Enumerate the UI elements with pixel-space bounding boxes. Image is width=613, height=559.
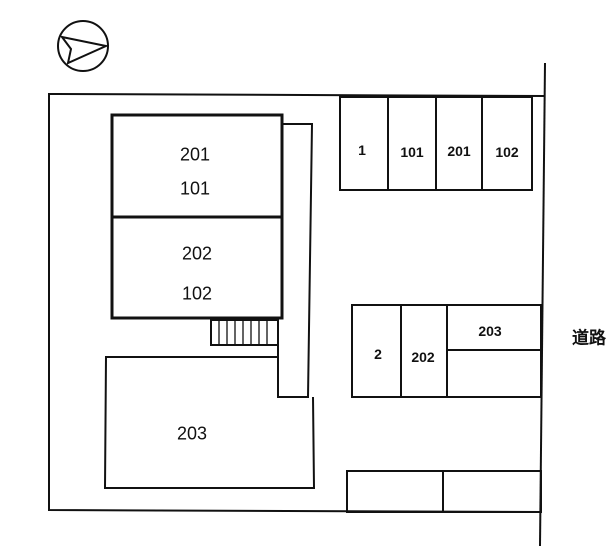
road-label: 道路	[572, 328, 606, 349]
unit-label-101: 101	[179, 178, 211, 199]
parking-space-2: 2	[374, 346, 382, 362]
parking-space-101: 101	[400, 144, 424, 160]
lot-boundary	[48, 93, 546, 513]
road-edge	[539, 62, 546, 547]
unit-203-outline	[103, 356, 316, 489]
walkway	[277, 123, 314, 398]
unit-label-202: 202	[181, 243, 213, 264]
parking-space-102: 102	[495, 144, 519, 160]
parking-space-201: 201	[447, 143, 471, 159]
parking-space-1: 1	[358, 142, 366, 158]
parking-space-203: 203	[478, 323, 502, 339]
unit-label-201: 201	[179, 144, 211, 165]
unit-label-102: 102	[181, 283, 213, 304]
stairs	[210, 319, 279, 346]
unit-label-203: 203	[176, 423, 208, 444]
north-arrow-icon	[57, 20, 110, 72]
parking-space-202: 202	[411, 349, 435, 365]
